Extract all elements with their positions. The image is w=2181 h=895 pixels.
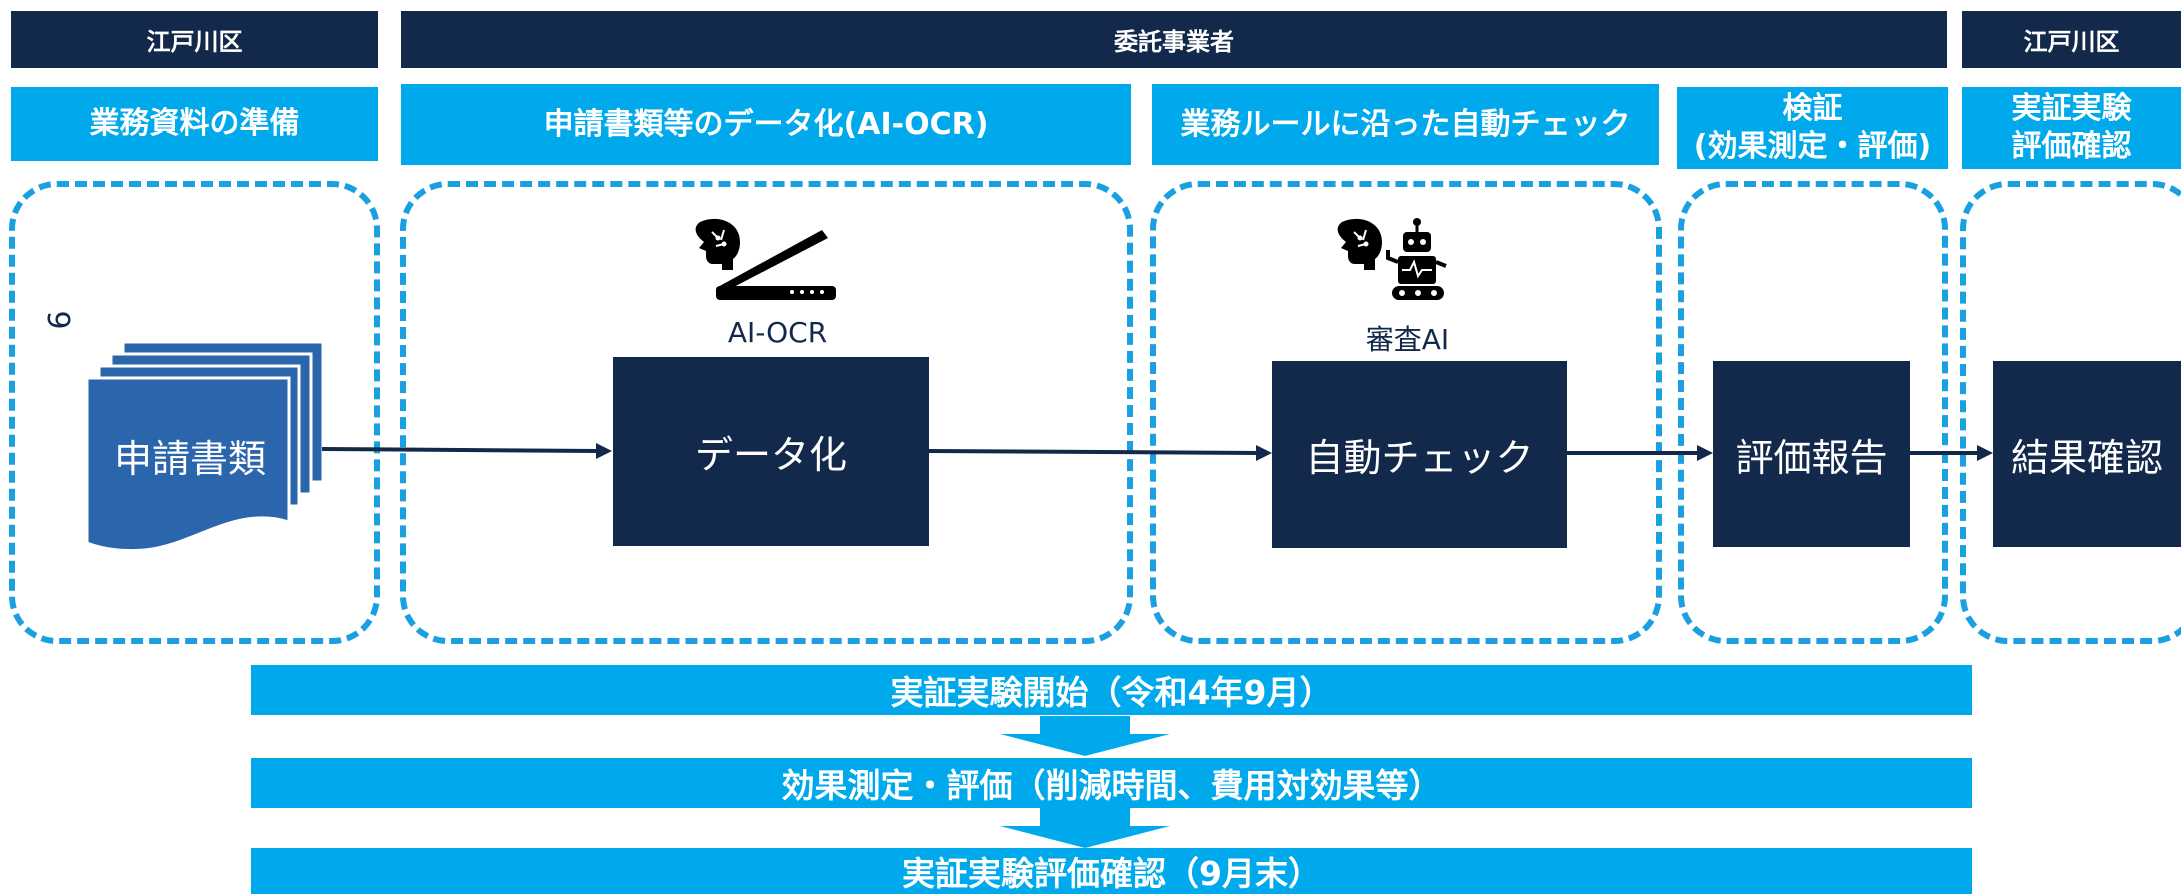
box-confirm: 結果確認 — [1993, 361, 2181, 547]
group-autocheck — [1150, 181, 1662, 644]
brain-scanner-icon — [695, 218, 836, 300]
box-autocheck: 自動チェック — [1272, 361, 1567, 548]
timeline-arrow-1 — [1000, 716, 1170, 756]
ocr-caption: AI-OCR — [727, 316, 828, 349]
timeline-start: 実証実験開始（令和4年9月） — [251, 665, 1972, 715]
timeline-evaluate: 効果測定・評価（削減時間、費用対効果等） — [251, 758, 1972, 808]
box-datafy: データ化 — [613, 357, 929, 546]
header-edogawa-right: 江戸川区 — [1962, 11, 2181, 68]
brain-robot-icon — [1337, 218, 1447, 300]
timeline-arrow-2 — [1000, 808, 1170, 848]
phase-verify: 検証 (効果測定・評価) — [1677, 87, 1948, 169]
box-report: 評価報告 — [1713, 361, 1910, 547]
group-prepare — [9, 181, 380, 644]
header-contractor: 委託事業者 — [401, 11, 1947, 68]
review-caption: 審査AI — [1365, 323, 1450, 356]
phase-confirm: 実証実験 評価確認 — [1962, 87, 2181, 169]
document-stack-icon — [85, 340, 325, 552]
timeline-confirm: 実証実験評価確認（9月末） — [251, 848, 1972, 894]
group-verify — [1678, 181, 1948, 644]
group-confirm — [1960, 181, 2181, 644]
header-edogawa-left: 江戸川区 — [11, 11, 378, 68]
group-ocr — [400, 181, 1133, 644]
phase-prepare: 業務資料の準備 — [11, 87, 378, 161]
document-label: 申請書類 — [113, 436, 266, 481]
phase-ocr: 申請書類等のデータ化(AI-OCR) — [401, 84, 1131, 165]
phase-autocheck: 業務ルールに沿った自動チェック — [1152, 84, 1659, 165]
